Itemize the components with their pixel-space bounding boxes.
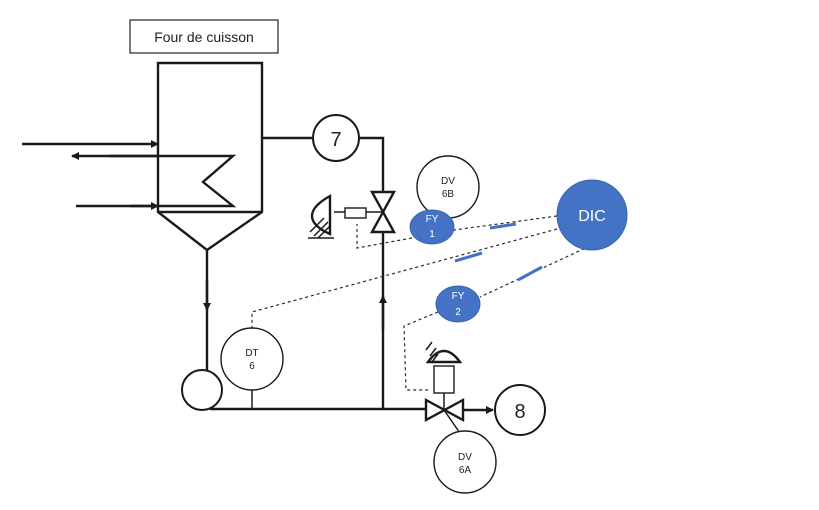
dv-6b-tag: DV	[441, 176, 455, 187]
dt-6-bubble	[220, 327, 284, 391]
title-label: Four de cuisson	[154, 29, 254, 45]
signal-fy1-to-valve-6b	[356, 224, 413, 249]
signal-dt6-to-dic	[251, 228, 558, 328]
dic-controller-bubble	[556, 179, 628, 251]
pump-8-label: 8	[514, 401, 525, 423]
dt-6-num: 6	[249, 361, 255, 372]
dv-6a-tag: DV	[458, 452, 472, 463]
dv-6a-num: 6A	[459, 465, 472, 476]
pump-7-label: 7	[330, 129, 341, 151]
signal-mark-3	[517, 265, 543, 282]
pump-8-circle	[494, 384, 546, 436]
heating-coil	[110, 154, 237, 208]
dv-6b-bubble	[416, 155, 480, 219]
dt-6-tag: DT	[245, 348, 258, 359]
dv-6a-bubble	[433, 430, 497, 494]
bottom-pump-circle	[181, 369, 223, 411]
line-7-to-valve-6b	[359, 136, 385, 192]
fy-2-tag: FY	[452, 291, 465, 302]
signal-mark-2	[454, 251, 483, 263]
dic-controller-label: DIC	[578, 208, 606, 225]
fy-2-num: 2	[455, 307, 461, 318]
fy-2-bubble	[435, 285, 481, 323]
signal-mark-1	[489, 222, 517, 230]
dv-6b-num: 6B	[442, 189, 455, 200]
signal-dic-to-fy1	[453, 215, 558, 231]
valve-6b	[308, 190, 397, 239]
fy-1-bubble	[409, 209, 455, 245]
signal-fy2-to-valve-6a	[403, 311, 439, 391]
valve-6a	[424, 341, 465, 437]
furnace-body	[156, 61, 264, 252]
fy-1-num: 1	[429, 229, 435, 240]
fy-1-tag: FY	[426, 214, 439, 225]
title-box: Four de cuisson	[129, 19, 279, 54]
